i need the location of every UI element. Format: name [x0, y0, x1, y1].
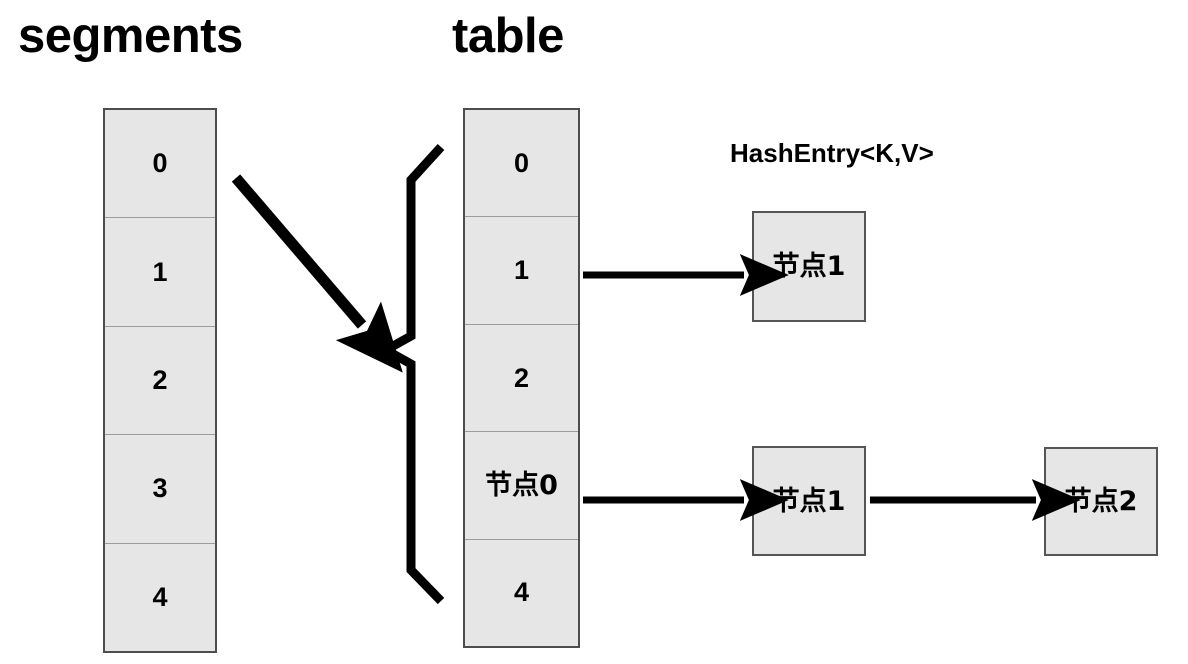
- curly-brace: [376, 143, 445, 605]
- hashentry-label: HashEntry<K,V>: [730, 138, 934, 168]
- node-box-3[interactable]: 节点2: [1044, 447, 1158, 556]
- segments-column-title: segments: [18, 9, 243, 63]
- table-column: 0 1 2 节点0 4: [463, 108, 580, 648]
- segments-cell-2[interactable]: 2: [105, 325, 215, 434]
- table-cell-0[interactable]: 0: [513, 147, 530, 178]
- table-column-title: table: [452, 9, 564, 63]
- segments-cell-0[interactable]: 0: [152, 148, 168, 179]
- segment-to-table-arrow: [231, 174, 403, 373]
- node-box-1[interactable]: 节点1: [752, 211, 866, 322]
- table-cell-1[interactable]: 1: [465, 216, 578, 323]
- node-box-2[interactable]: 节点1: [752, 446, 866, 556]
- segments-cell-4[interactable]: 4: [105, 542, 215, 651]
- table-cell-3[interactable]: 节点0: [465, 431, 578, 538]
- segments-column: 0 1 2 3 4: [103, 108, 217, 653]
- table-cell-2[interactable]: 2: [465, 323, 578, 431]
- segments-cell-3[interactable]: 3: [105, 434, 215, 542]
- table-cell-4[interactable]: 4: [465, 538, 578, 646]
- segments-cell-1[interactable]: 1: [105, 217, 215, 325]
